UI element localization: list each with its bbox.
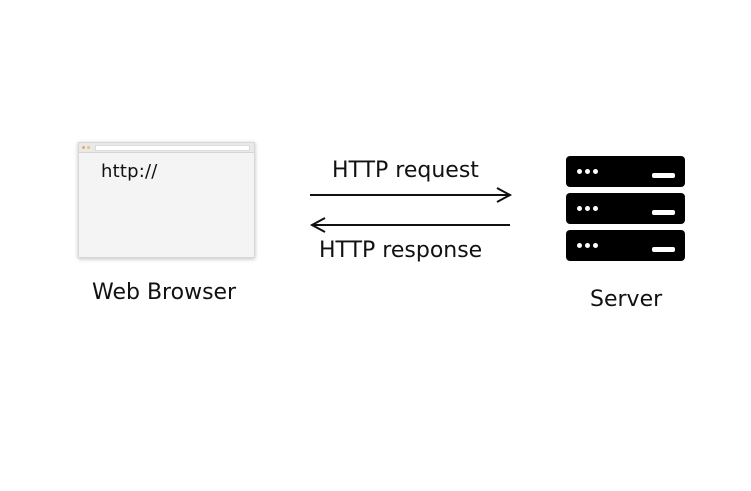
- browser-title-bar: [79, 143, 254, 153]
- server-led: [593, 169, 598, 174]
- server-rack-icon: [566, 156, 685, 267]
- server-led: [585, 169, 590, 174]
- server-leds: [577, 169, 598, 174]
- http-response-label: HTTP response: [319, 238, 483, 263]
- browser-url-text: http://: [101, 161, 158, 182]
- browser-minimize-dot: [87, 146, 90, 149]
- server-drive-slot: [652, 210, 675, 215]
- server-unit: [566, 156, 685, 187]
- server-label: Server: [590, 287, 663, 312]
- server-unit: [566, 230, 685, 261]
- web-browser-label: Web Browser: [92, 280, 237, 305]
- server-led: [577, 206, 582, 211]
- server-led: [577, 169, 582, 174]
- http-request-label: HTTP request: [332, 158, 479, 183]
- arrow-right-icon: [310, 187, 513, 203]
- arrow-left-icon: [309, 217, 510, 233]
- server-leds: [577, 206, 598, 211]
- server-led: [577, 243, 582, 248]
- server-led: [593, 206, 598, 211]
- request-response-arrows: [309, 187, 513, 233]
- browser-close-dot: [82, 146, 85, 149]
- server-drive-slot: [652, 173, 675, 178]
- server-led: [585, 206, 590, 211]
- server-unit: [566, 193, 685, 224]
- server-drive-slot: [652, 247, 675, 252]
- server-leds: [577, 243, 598, 248]
- server-led: [593, 243, 598, 248]
- browser-window-icon: http://: [78, 142, 255, 258]
- browser-address-bar: [95, 145, 250, 151]
- server-led: [585, 243, 590, 248]
